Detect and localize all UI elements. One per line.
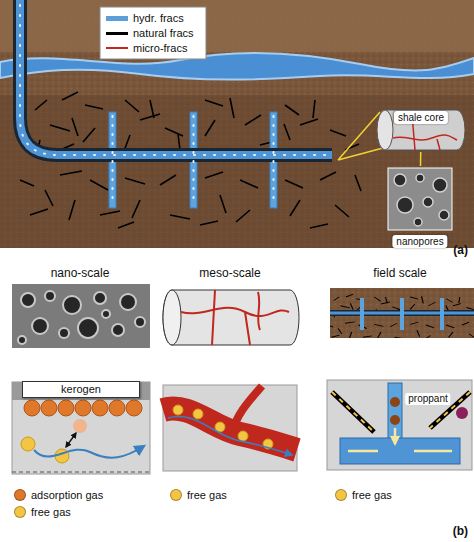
legend-text: micro-fracs: [133, 42, 187, 54]
flow-arrow: [34, 446, 144, 458]
wellbore-casing: [20, 0, 332, 155]
subsurface-ground: [0, 0, 474, 248]
kerogen-box: kerogen: [22, 381, 140, 398]
wellbore-fluid: [20, 0, 332, 155]
upper-soil-layer: [0, 0, 474, 52]
pore-space: [12, 382, 150, 474]
node-text: kerogen: [61, 383, 101, 396]
pores: [18, 291, 145, 344]
aquifer-band: [0, 53, 474, 80]
legend-text: free gas: [31, 506, 71, 518]
flow-arrow: [168, 416, 292, 455]
line-swatch: [106, 32, 128, 35]
free-gas-molecule: [21, 437, 35, 451]
legend-entry: free gas: [170, 488, 227, 502]
zoom-lines: [338, 112, 383, 160]
exchange-arrow: [66, 433, 76, 447]
kerogen-wall: [12, 382, 150, 400]
micro-fracture-branch: [232, 386, 262, 432]
legend-entry: hydr. fracs: [106, 11, 184, 25]
core-cylinder: shale core: [377, 108, 465, 152]
sem-image: [12, 284, 150, 348]
nanopore-micrograph: [388, 168, 452, 230]
core-end: [163, 290, 181, 345]
dot-swatch: [14, 489, 26, 501]
node-text: nanopores: [392, 235, 447, 248]
dot-swatch: [335, 489, 347, 501]
inflow-arrows: [348, 428, 452, 451]
pores: [394, 174, 449, 226]
matrix-block: [163, 385, 297, 471]
adsorbed-molecules: [24, 400, 142, 416]
cylinder-end: [377, 110, 393, 150]
proppant-grain: [390, 415, 400, 425]
dot-swatch: [14, 506, 26, 518]
legend-text: hydr. fracs: [133, 12, 184, 24]
legend-text: free gas: [187, 489, 227, 501]
free-gas-molecules: [173, 405, 273, 449]
natural-fractures: [330, 294, 474, 338]
proppant-symbol: [456, 407, 468, 419]
hydraulic-fractures: [362, 298, 442, 330]
legend-text: adsorption gas: [31, 489, 103, 501]
dot-swatch: [170, 489, 182, 501]
pore-boundary: [12, 472, 150, 473]
legend-text: free gas: [352, 489, 392, 501]
line-swatch: [106, 47, 128, 49]
fracture-particles: [113, 116, 274, 206]
legend-entry: adsorption gas: [14, 488, 103, 502]
wellbore-particles: [20, 0, 332, 155]
reservoir-block: [327, 380, 472, 470]
cylinder-body: [377, 110, 465, 150]
shale-layer: [0, 95, 474, 248]
legend-entry: natural fracs: [106, 26, 194, 40]
legend-entry: micro-fracs: [106, 41, 187, 55]
panel-label: (a): [453, 243, 468, 257]
part-label: proppant: [405, 393, 450, 405]
line-swatch: [106, 16, 128, 21]
nanopore-image: nanopores: [386, 166, 454, 248]
node-text: shale core: [394, 111, 448, 124]
field-ground: [330, 288, 474, 338]
legend-text: natural fracs: [133, 27, 194, 39]
core-cylinder: [163, 290, 299, 345]
legend-entry: free gas: [335, 488, 392, 502]
panel-label: (b): [453, 524, 468, 538]
column-title: meso-scale: [199, 266, 260, 280]
legend-entry: free gas: [14, 505, 71, 519]
micro-fractures: [181, 290, 289, 345]
field-thumbnail: [330, 288, 474, 338]
legend-box: [100, 7, 206, 59]
desorbing-molecule: [73, 419, 87, 433]
zoom-connector: [420, 152, 422, 166]
column-title: nano-scale: [51, 266, 110, 280]
proppant-grain: [390, 397, 400, 407]
column-title: field scale: [373, 266, 426, 280]
